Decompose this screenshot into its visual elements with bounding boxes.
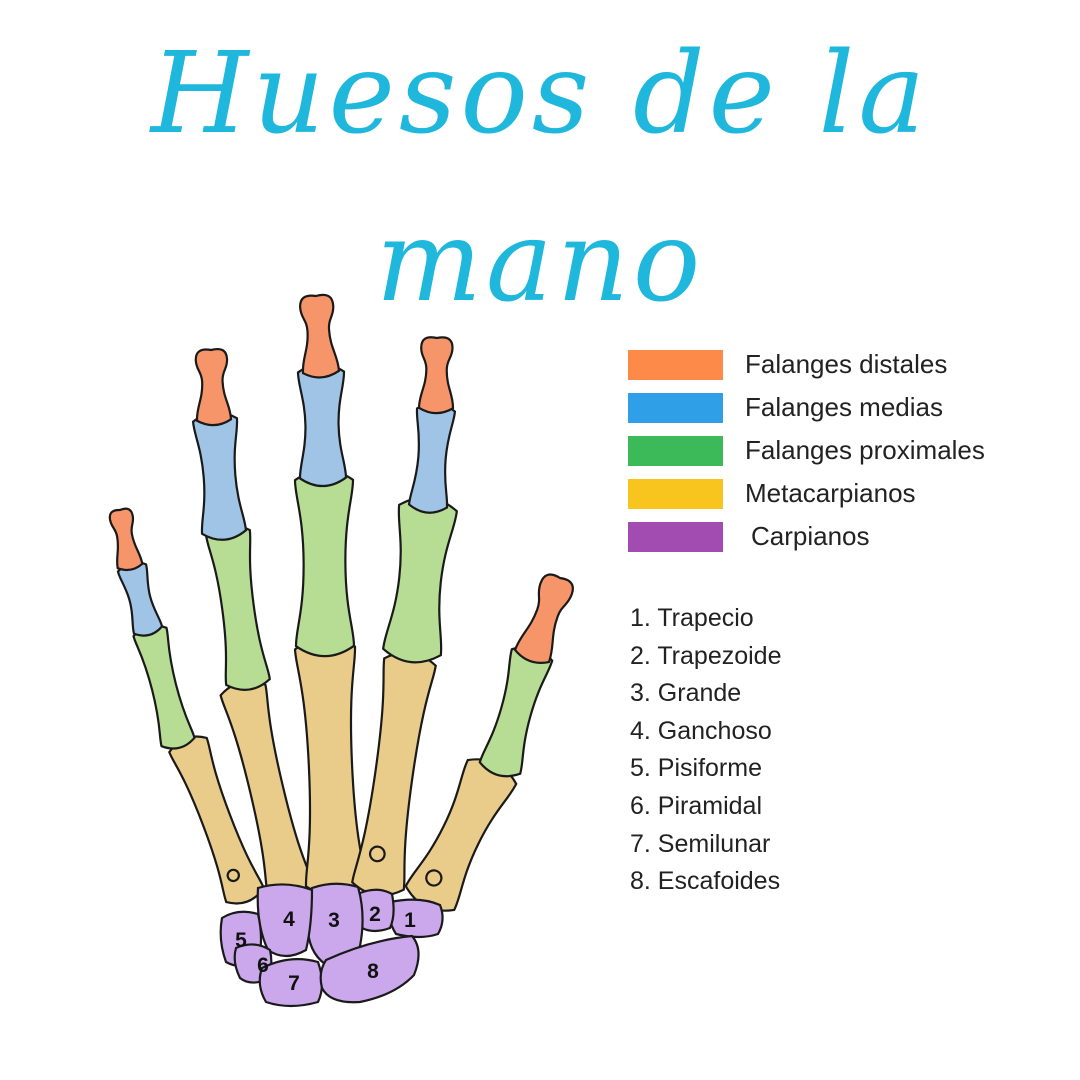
proximal-phalanx-ring (205, 524, 271, 691)
legend-label: Metacarpianos (745, 478, 916, 508)
list-item: 8. Escafoides (630, 867, 781, 896)
distal-phalanx-thumb (513, 573, 574, 664)
legend-swatch (628, 392, 723, 423)
metacarpal-thumb (404, 758, 518, 912)
carpal-number-label: 3 (328, 909, 340, 932)
list-item: 5. Pisiforme (630, 754, 762, 783)
middle-phalanx-index (407, 402, 457, 514)
legend-item-distales: Falanges distales (628, 343, 985, 386)
carpal-number-label: 4 (283, 908, 295, 931)
middle-phalanx-little (116, 561, 164, 637)
metacarpal-middle (293, 636, 368, 897)
legend-item-medias: Falanges medias (628, 386, 985, 429)
distal-phalanx-ring (194, 347, 233, 427)
legend-label: Falanges medias (745, 392, 943, 422)
carpal-semilunar (258, 957, 324, 1008)
list-item: 3. Grande (630, 679, 742, 708)
legend-swatch (628, 478, 723, 509)
sesamoid-mark (226, 868, 240, 883)
middle-phalanx-ring (191, 411, 248, 541)
sesamoid-mark (368, 845, 386, 863)
list-item: 1. Trapecio (630, 604, 754, 632)
distal-phalanx-little (108, 507, 144, 572)
legend-label: Falanges proximales (745, 435, 985, 465)
page-title: Huesos de la mano (150, 29, 930, 327)
carpal-number-label: 5 (235, 929, 247, 952)
legend: Falanges distales Falanges medias Falang… (628, 343, 985, 558)
sesamoid-mark (425, 869, 443, 887)
carpal-number-label: 7 (288, 972, 300, 995)
middle-phalanx-middle (296, 362, 348, 488)
carpal-number-label: 8 (367, 960, 379, 983)
carpal-bones-list: 1. Trapecio 2. Trapezoide 3. Grande 4. G… (630, 600, 782, 901)
legend-item-proximales: Falanges proximales (628, 429, 985, 472)
legend-item-carpianos: Carpianos (628, 515, 985, 558)
legend-label: Falanges distales (745, 349, 948, 379)
metacarpal-index (351, 651, 437, 897)
legend-item-metacarpianos: Metacarpianos (628, 472, 985, 515)
list-item: 7. Semilunar (630, 829, 771, 858)
carpal-number-label: 2 (369, 903, 381, 926)
proximal-phalanx-index (382, 496, 458, 664)
carpal-number-label: 1 (404, 909, 416, 932)
list-item: 2. Trapezoide (630, 641, 782, 670)
proximal-phalanx-middle (293, 468, 356, 658)
legend-swatch (628, 435, 723, 466)
legend-swatch (628, 349, 723, 380)
legend-label: Carpianos (751, 521, 870, 551)
proximal-phalanx-thumb (478, 645, 554, 778)
list-item: 4. Ganchoso (630, 716, 772, 745)
list-item: 6. Piramidal (630, 791, 762, 820)
distal-phalanx-index (417, 336, 455, 415)
proximal-phalanx-little (132, 624, 196, 750)
legend-swatch (628, 521, 723, 552)
distal-phalanx-middle (299, 293, 341, 379)
carpal-number-label: 6 (257, 954, 269, 977)
carpal-escafoides (319, 934, 420, 1004)
